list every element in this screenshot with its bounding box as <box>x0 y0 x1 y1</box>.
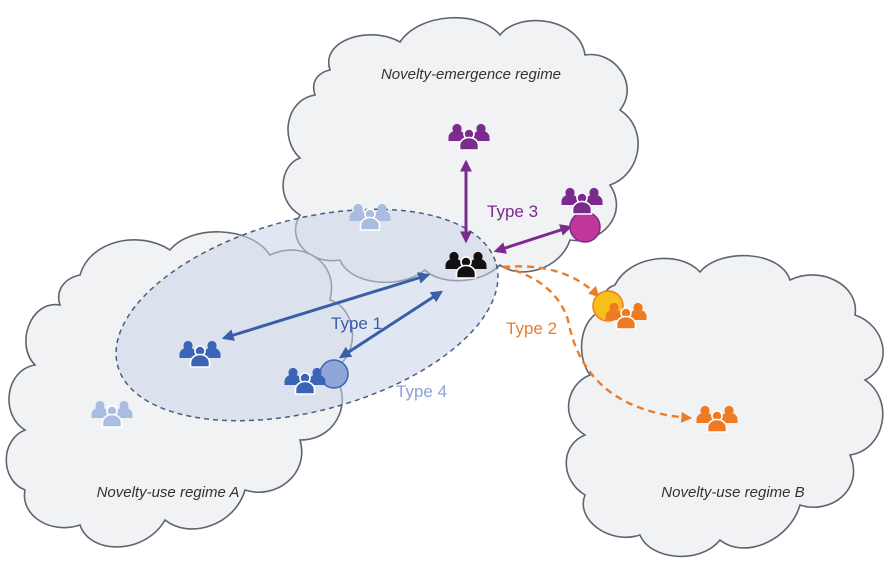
type2-arrow-lower <box>502 265 693 423</box>
use-regime-a-label: Novelty-use regime A <box>97 484 240 501</box>
cloud-novelty-use-b <box>565 254 884 558</box>
type1-label: Type 1 <box>331 314 382 333</box>
type1-arrow-long <box>221 272 431 341</box>
type3-label: Type 3 <box>487 202 538 221</box>
type3-arrow <box>493 224 573 254</box>
type2-arrow-upper <box>502 265 600 298</box>
use-regime-b-label: Novelty-use regime B <box>661 484 804 501</box>
type1-arrow-short <box>338 290 444 359</box>
type4-label: Type 4 <box>396 382 447 401</box>
type2-label: Type 2 <box>506 319 557 338</box>
emergence-regime-label: Novelty-emergence regime <box>381 66 561 83</box>
magenta-circle <box>569 211 601 243</box>
